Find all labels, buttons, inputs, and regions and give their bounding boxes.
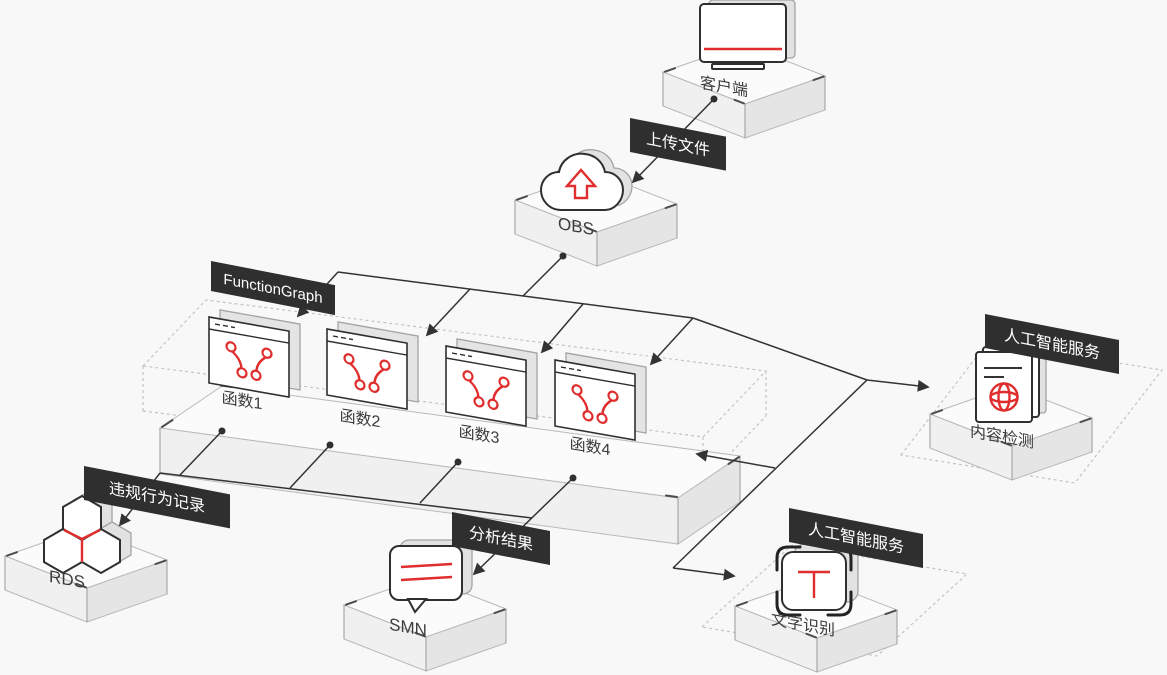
upload-file-label: 上传文件 [630, 117, 726, 171]
functiongraph-label: FunctionGraph [211, 261, 335, 316]
function-window-1 [207, 306, 302, 401]
function-window-2 [325, 318, 420, 413]
function-window-4 [553, 349, 648, 444]
monitor-icon [699, 0, 796, 70]
edge-functions-ai-services [672, 317, 930, 581]
function-window-3 [444, 335, 539, 430]
functiongraph-platform [158, 384, 742, 545]
hexagon-cluster-icon [43, 488, 132, 574]
text-recognition-icon [775, 543, 859, 617]
analysis-result-label: 分析结果 [452, 512, 550, 566]
cloud-upload-icon [540, 149, 633, 211]
message-bubble-icon [389, 539, 473, 614]
document-scan-icon [975, 342, 1047, 423]
content-moderation-zone [899, 341, 1164, 484]
